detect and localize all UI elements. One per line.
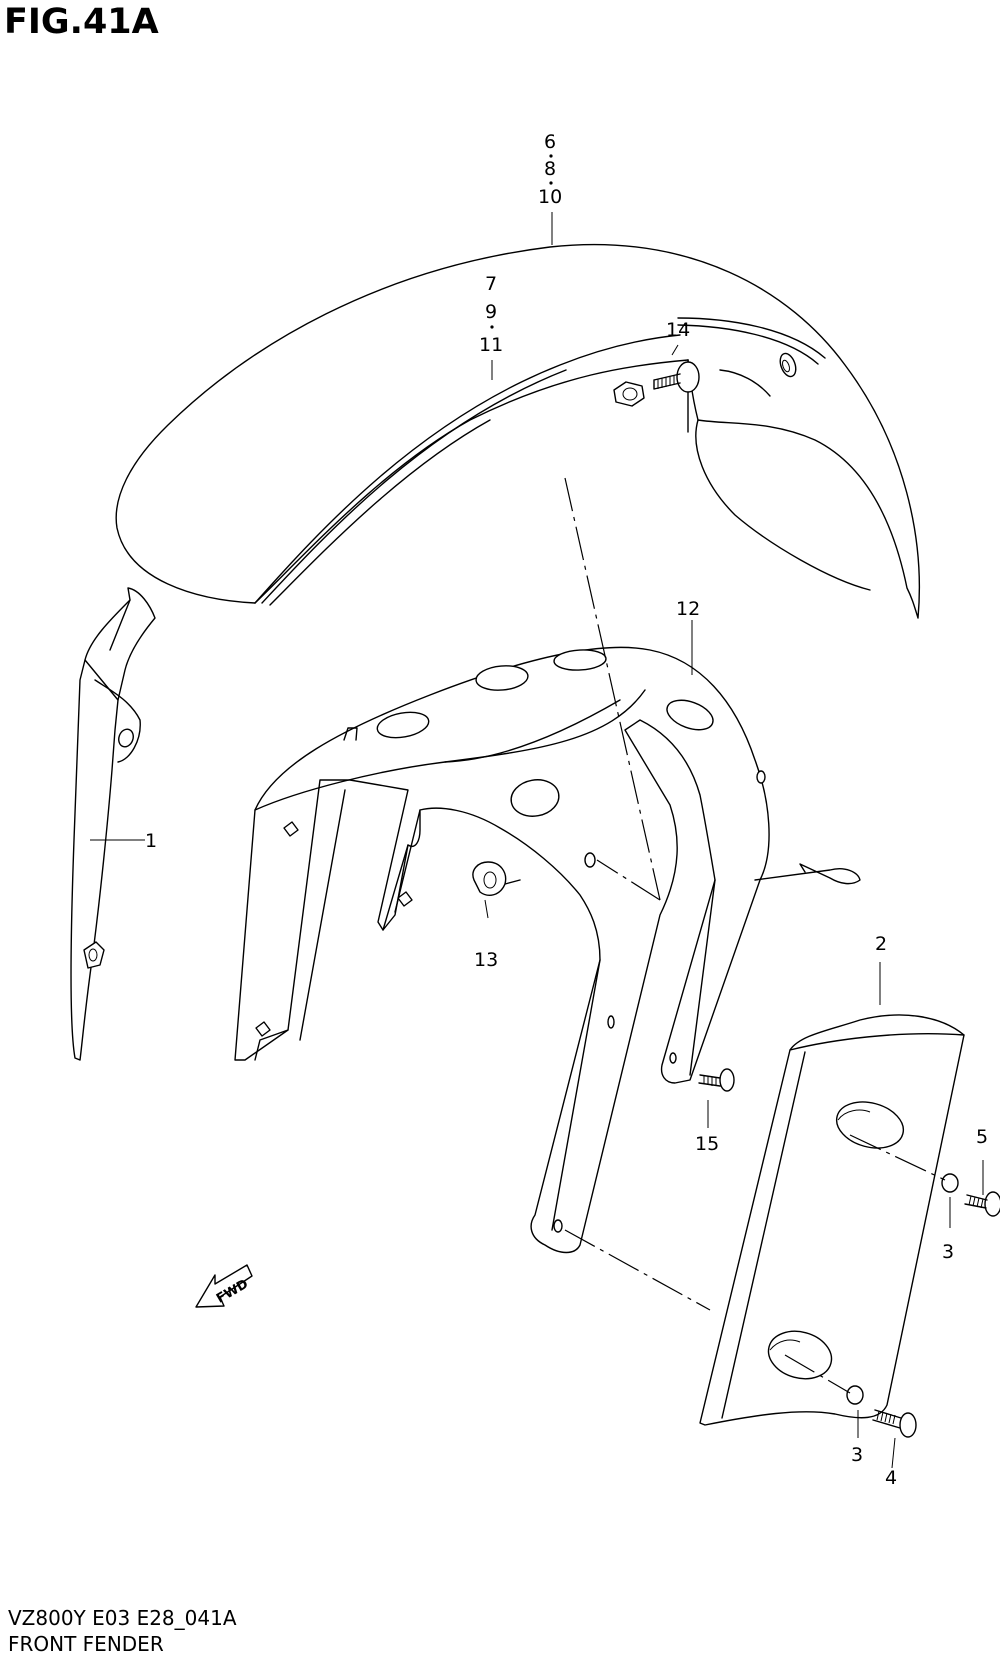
leader-lines [90, 212, 984, 1469]
callout-10: 10 [538, 186, 562, 208]
callout-8: 8 [544, 158, 556, 180]
front-fender [115, 243, 921, 619]
callout-15: 15 [695, 1133, 719, 1155]
callout-11: 11 [479, 334, 503, 356]
callout-14: 14 [666, 319, 690, 341]
callout-6: 6 [544, 131, 556, 153]
callout-1: 1 [145, 830, 157, 852]
callout-7: 7 [485, 273, 497, 295]
bolt-14 [613, 361, 700, 407]
callout-12: 12 [676, 598, 700, 620]
fwd-arrow-icon: FWD [195, 1264, 253, 1308]
bolt-15 [698, 1068, 735, 1092]
side-cover-panel [699, 1014, 965, 1426]
callout-5: 5 [976, 1126, 988, 1148]
callout-3-upper: 3 [942, 1241, 954, 1263]
section-name: FRONT FENDER [8, 1632, 164, 1656]
callout-9: 9 [485, 301, 497, 323]
callout-13: 13 [474, 949, 498, 971]
callout-2: 2 [875, 933, 887, 955]
model-code: VZ800Y E03 E28_041A [8, 1606, 237, 1630]
callout-labels: 6 8 10 7 9 11 14 12 1 13 2 15 5 3 3 4 [145, 131, 988, 1489]
upper-fasteners [941, 1173, 1000, 1217]
figure-title: FIG.41A [4, 2, 159, 42]
nut-13 [472, 861, 521, 896]
lower-fasteners [846, 1385, 917, 1438]
fender-brace [234, 646, 861, 1254]
callout-4: 4 [885, 1467, 897, 1489]
callout-3-lower: 3 [851, 1444, 863, 1466]
left-bracket [70, 587, 156, 1061]
